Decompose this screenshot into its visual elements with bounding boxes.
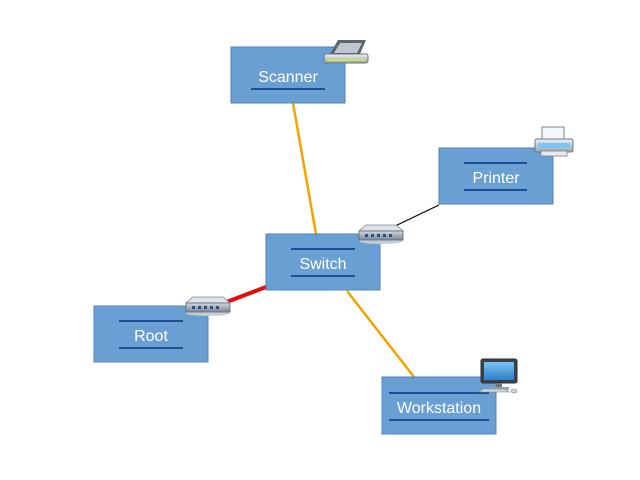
link-switch-root xyxy=(223,285,267,305)
node-switch[interactable]: Switch xyxy=(265,233,381,291)
node-label-root: Root xyxy=(134,328,168,345)
link-switch-workstation xyxy=(346,290,415,378)
node-root[interactable]: Root xyxy=(93,305,209,363)
network-switch-icon xyxy=(357,224,405,244)
scanner-icon xyxy=(323,40,369,64)
network-switch-icon xyxy=(184,296,232,316)
link-switch-printer xyxy=(392,204,440,228)
link-switch-scanner xyxy=(291,102,318,235)
node-label-scanner: Scanner xyxy=(258,69,318,86)
node-printer[interactable]: Printer xyxy=(438,147,554,205)
printer-icon xyxy=(534,126,574,157)
node-workstation[interactable]: Workstation xyxy=(381,376,497,435)
desktop-computer-icon xyxy=(478,358,518,394)
node-label-workstation: Workstation xyxy=(397,400,481,417)
node-label-switch: Switch xyxy=(299,256,346,273)
node-label-printer: Printer xyxy=(472,170,520,187)
